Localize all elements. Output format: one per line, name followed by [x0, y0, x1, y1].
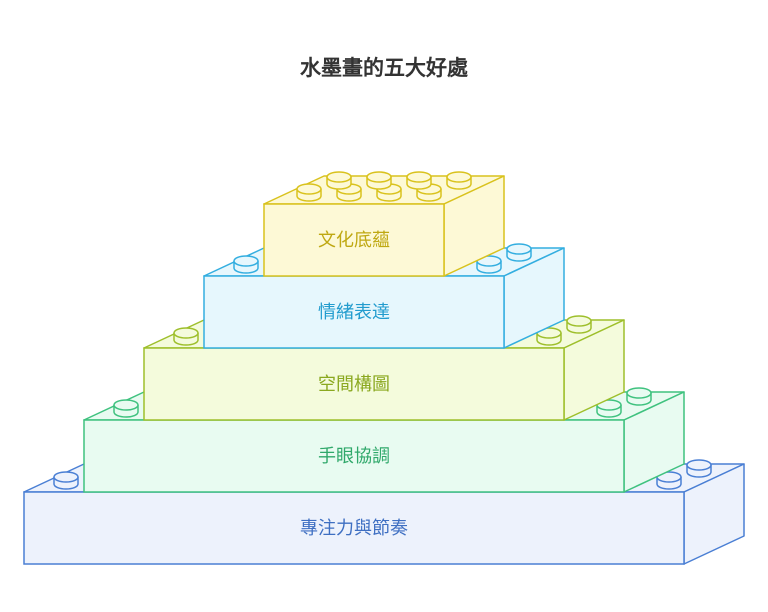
stud-icon [566, 315, 592, 334]
stud-icon [233, 255, 259, 274]
stud-icon [113, 399, 139, 418]
stud-icon [366, 171, 392, 190]
layer-front-face [83, 419, 625, 493]
stud-icon [446, 171, 472, 190]
layer-label-1: 專注力與節奏 [300, 518, 408, 539]
layer-front-face [203, 275, 505, 349]
layer-front-face [23, 491, 685, 565]
layer-label-2: 手眼協調 [318, 446, 390, 467]
diagram-title: 水墨畫的五大好處 [300, 56, 468, 80]
layer-front-face [263, 203, 445, 277]
layer-block-5: 文化底蘊 [263, 171, 505, 277]
stud-icon [506, 243, 532, 262]
stud-icon [596, 399, 622, 418]
stud-icon [406, 171, 432, 190]
layer-label-4: 情緒表達 [318, 302, 390, 323]
stud-icon [686, 459, 712, 478]
layer-front-face [143, 347, 565, 421]
layer-label-5: 文化底蘊 [318, 230, 390, 251]
stud-icon [326, 171, 352, 190]
layer-label-3: 空間構圖 [318, 374, 390, 395]
stud-icon [296, 183, 322, 202]
stud-icon [53, 471, 79, 490]
stud-icon [173, 327, 199, 346]
stud-icon [626, 387, 652, 406]
